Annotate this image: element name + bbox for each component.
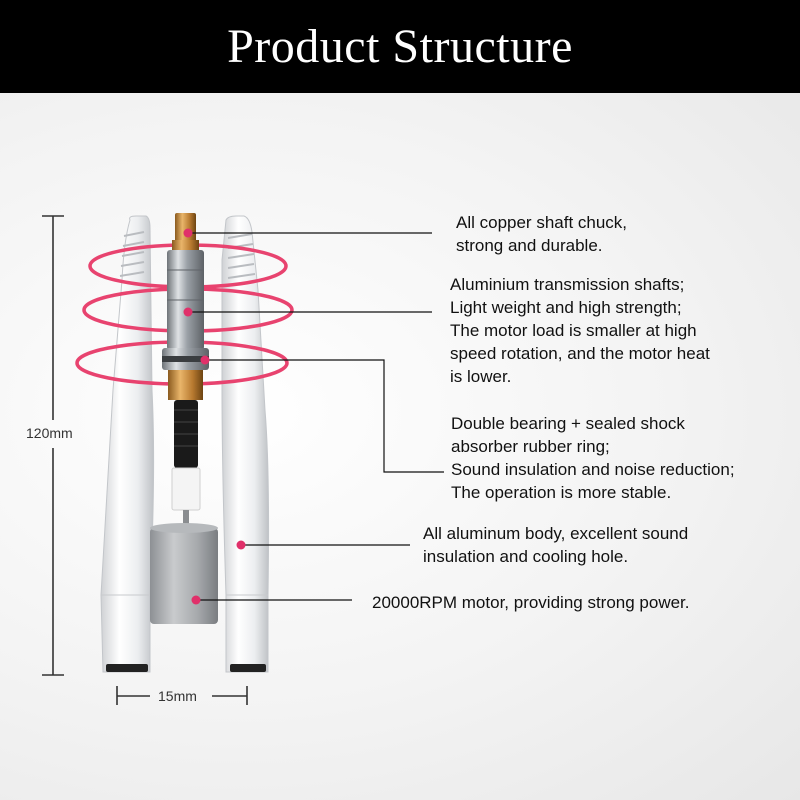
callout-chuck-line2: strong and durable. xyxy=(456,236,603,255)
callout-bearing-line1: Double bearing + sealed shock xyxy=(451,414,685,433)
callout-body-line1: All aluminum body, excellent sound xyxy=(423,524,689,543)
width-label: 15mm xyxy=(158,688,197,704)
callout-shaft-line4: speed rotation, and the motor heat xyxy=(450,344,710,363)
height-dimension xyxy=(42,215,64,676)
callout-shaft-line3: The motor load is smaller at high xyxy=(450,321,697,340)
callout-motor: 20000RPM motor, providing strong power. xyxy=(372,591,690,614)
callout-shaft-line1: Aluminium transmission shafts; xyxy=(450,275,685,294)
callout-bearing-line2: absorber rubber ring; xyxy=(451,437,610,456)
callout-motor-line1: 20000RPM motor, providing strong power. xyxy=(372,593,690,612)
title-banner: Product Structure xyxy=(0,0,800,93)
page-title: Product Structure xyxy=(227,20,573,73)
callout-shaft-line5: is lower. xyxy=(450,367,512,386)
callout-body-line2: insulation and cooling hole. xyxy=(423,547,629,566)
width-dimension xyxy=(116,686,248,705)
callout-bearing: Double bearing + sealed shock absorber r… xyxy=(451,412,735,504)
callout-markers xyxy=(183,228,246,605)
drive-train xyxy=(150,213,218,624)
callout-body: All aluminum body, excellent sound insul… xyxy=(423,522,688,568)
callout-shaft: Aluminium transmission shafts; Light wei… xyxy=(450,273,710,388)
leader-lines xyxy=(188,232,444,601)
callout-chuck: All copper shaft chuck, strong and durab… xyxy=(456,211,627,257)
callout-shaft-line2: Light weight and high strength; xyxy=(450,298,682,317)
callout-bearing-line4: The operation is more stable. xyxy=(451,483,672,502)
height-label: 120mm xyxy=(26,425,73,441)
callout-bearing-line3: Sound insulation and noise reduction; xyxy=(451,460,735,479)
callout-chuck-line1: All copper shaft chuck, xyxy=(456,213,628,232)
